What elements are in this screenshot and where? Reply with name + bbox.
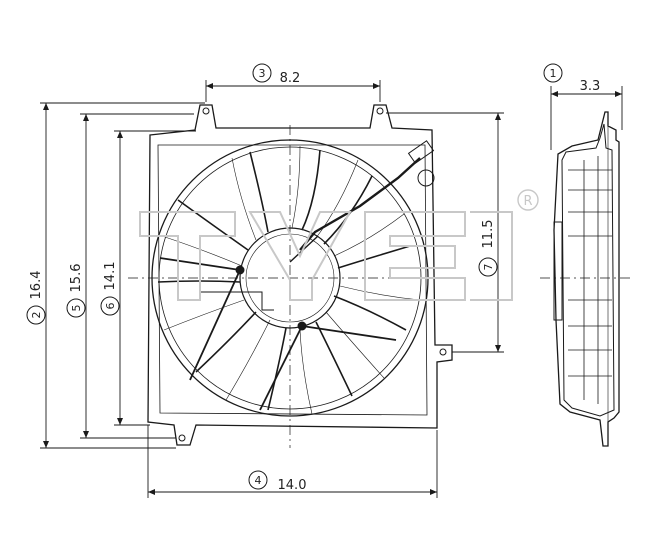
dimension-lines [40, 80, 623, 498]
dimension-3-value: 8.2 [280, 71, 301, 86]
marker-2-circle [26, 305, 46, 325]
marker-3-label: 3 [259, 67, 266, 80]
dimension-1: 1 3.3 [543, 63, 601, 94]
marker-5-label: 5 [70, 305, 83, 312]
motor-bolt-1 [235, 265, 245, 275]
dimension-7-value: 11.5 [481, 220, 496, 249]
front-view [128, 104, 453, 448]
dimension-2: 2 16.4 [26, 271, 46, 325]
dimension-1-value: 3.3 [580, 79, 601, 94]
mount-hole-side [439, 348, 447, 356]
marker-7-label: 7 [482, 264, 495, 271]
motor-bolt-2 [297, 321, 307, 331]
wire-harness [299, 157, 421, 251]
dimension-5: 5 15.6 [66, 264, 86, 318]
dimension-7: 7 11.5 [478, 220, 498, 277]
mount-hole-left [202, 107, 210, 115]
marker-4-circle [248, 470, 268, 490]
mount-hole-bottom [178, 434, 186, 442]
marker-3-circle [252, 63, 272, 83]
marker-2-label: 2 [30, 312, 43, 319]
blade-contours [161, 145, 421, 415]
dimension-2-value: 16.4 [29, 271, 44, 300]
marker-5-circle [66, 298, 86, 318]
marker-4-label: 4 [255, 474, 262, 487]
dimension-4: 4 14.0 [248, 470, 307, 493]
side-ribs [568, 156, 612, 404]
dimension-6: 6 14.1 [100, 262, 120, 316]
marker-7-circle [478, 257, 498, 277]
dimension-5-value: 15.6 [69, 264, 84, 293]
registered-mark-text: R [523, 194, 532, 209]
marker-6-circle [100, 296, 120, 316]
connector-clip [417, 169, 435, 187]
marker-6-label: 6 [104, 303, 117, 310]
marker-1-circle [543, 63, 563, 83]
marker-1-label: 1 [550, 67, 557, 80]
side-motor-face [553, 221, 563, 321]
fan-blades [157, 149, 411, 411]
dimension-6-value: 14.1 [103, 262, 118, 291]
connector [407, 140, 435, 164]
side-profile-inner [561, 123, 615, 417]
side-view [540, 111, 630, 447]
mount-hole-right [376, 107, 384, 115]
side-profile-outer [553, 111, 620, 447]
dimension-4-value: 14.0 [278, 478, 307, 493]
registered-mark: R [517, 189, 539, 211]
hub-cutout [200, 291, 274, 311]
dimension-arrows [43, 83, 622, 495]
watermark-logo [139, 211, 513, 301]
shroud-outline [147, 104, 453, 446]
dimension-3: 3 8.2 [252, 63, 301, 86]
